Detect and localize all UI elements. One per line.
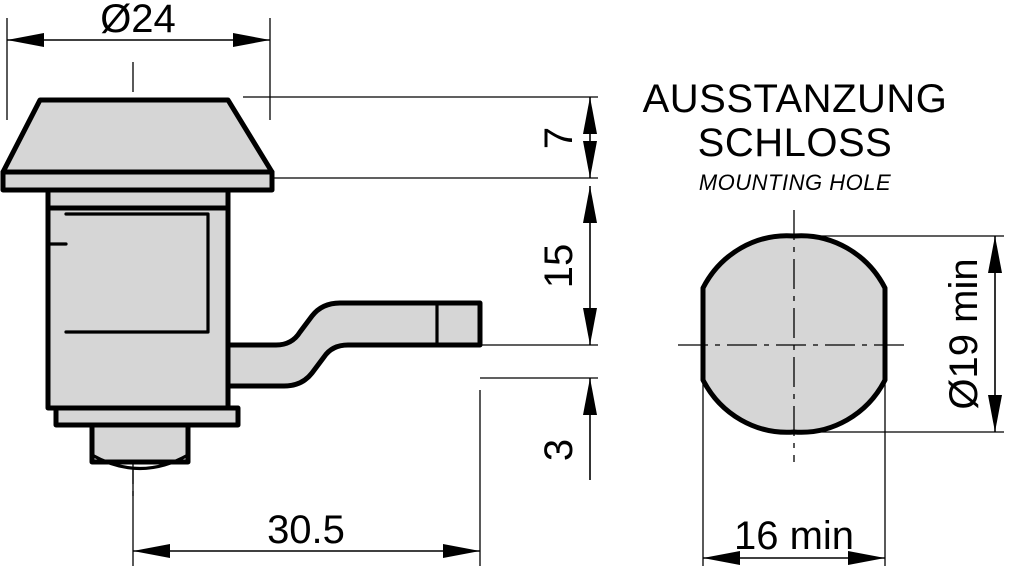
lock-collar xyxy=(45,187,231,211)
dimension-diameter-19: Ø19 min xyxy=(942,236,1002,432)
arrow-305-left xyxy=(133,544,170,558)
lock-lower-flange xyxy=(53,405,241,428)
arrow-15-bottom xyxy=(583,308,597,345)
arrow-16-left xyxy=(703,551,740,565)
dimension-length-305: 30.5 xyxy=(133,508,480,558)
dimension-diameter-24: Ø24 xyxy=(7,0,270,47)
dim-label-7: 7 xyxy=(537,127,581,149)
arrow-3-top xyxy=(583,378,597,415)
mounting-hole-view: AUSSTANZUNG SCHLOSS MOUNTING HOLE Ø19 mi… xyxy=(643,77,1004,566)
arrow-7-top xyxy=(583,97,597,134)
projection-lines xyxy=(6,18,598,566)
arrow-305-right xyxy=(443,544,480,558)
arrow-15-top xyxy=(583,186,597,223)
dim-label-305: 30.5 xyxy=(267,508,345,552)
lock-head-cap xyxy=(0,97,275,175)
dimension-height-7: 7 xyxy=(537,97,597,178)
hole-projection-lines xyxy=(702,235,1004,566)
hole-title-line1: AUSSTANZUNG xyxy=(643,77,948,121)
arrow-16-right xyxy=(848,551,885,565)
dim-label-d19: Ø19 min xyxy=(942,258,986,409)
lock-spigot-round-bottom xyxy=(90,453,190,470)
dimension-width-16: 16 min xyxy=(703,514,885,565)
dim-label-3: 3 xyxy=(537,439,581,461)
lock-body-barrel xyxy=(45,205,231,411)
arrow-d19-top xyxy=(988,236,1002,273)
lock-side-view: Ø24 7 15 3 xyxy=(0,0,598,566)
arrow-7-bottom xyxy=(583,141,597,178)
dim-label-d24: Ø24 xyxy=(100,0,176,41)
lock-head-flange xyxy=(0,169,275,193)
dimension-height-3: 3 xyxy=(537,378,597,480)
hole-title-line2: SCHLOSS xyxy=(698,121,893,165)
dimension-height-15: 15 xyxy=(537,186,597,345)
dim-label-16: 16 min xyxy=(734,514,854,558)
arrow-d24-right xyxy=(233,33,270,47)
arrow-d19-bottom xyxy=(988,395,1002,432)
dim-label-15: 15 xyxy=(537,244,581,289)
lock-spigot xyxy=(89,422,191,465)
arrow-d24-left xyxy=(7,33,44,47)
hole-title-english: MOUNTING HOLE xyxy=(699,170,891,195)
lock-cam-arm xyxy=(225,300,483,389)
lock-plug-outline xyxy=(64,212,210,334)
